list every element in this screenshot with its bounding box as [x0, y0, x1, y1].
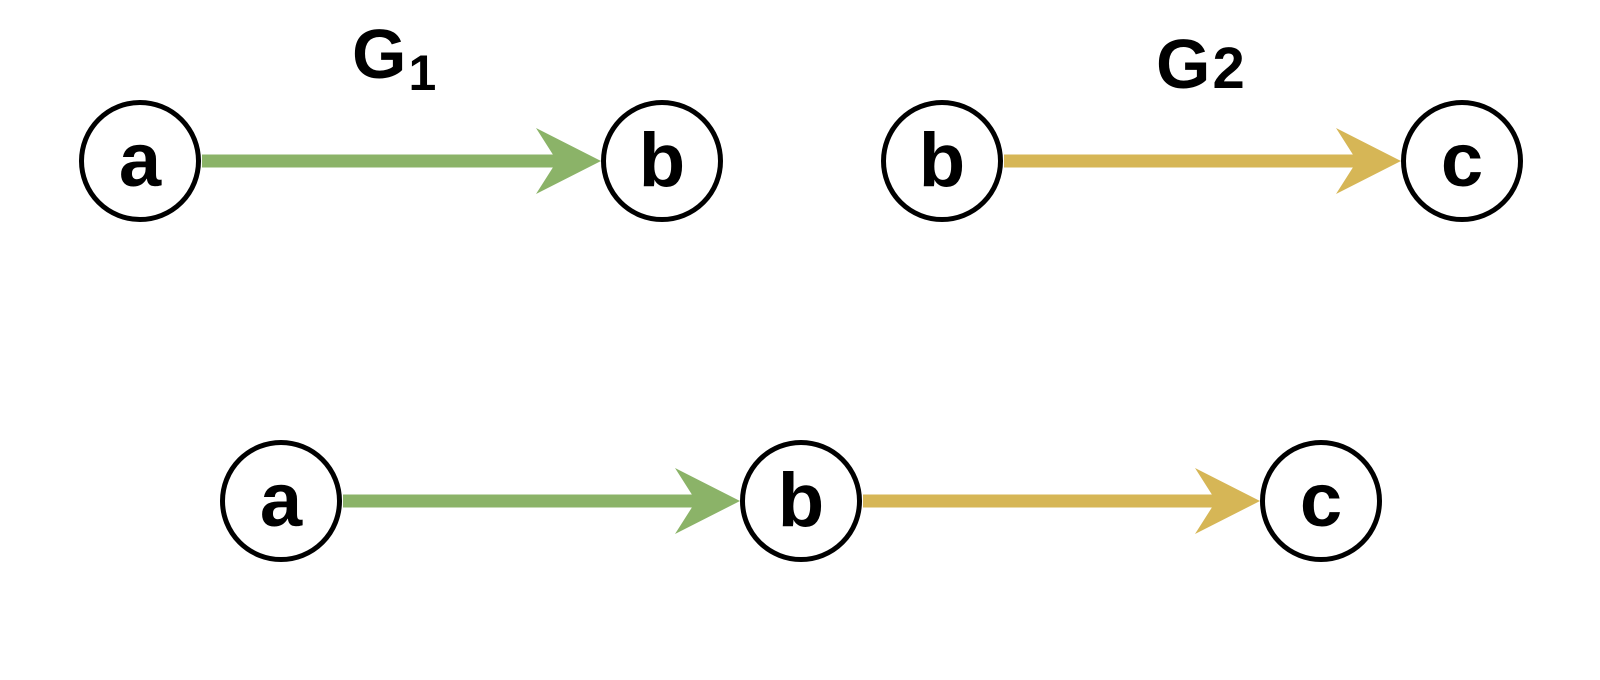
edge-merged-a-to-b [343, 468, 740, 534]
graph1-title: G1 [352, 15, 436, 101]
node-label: b [918, 118, 966, 203]
arrowhead-icon [1336, 128, 1401, 194]
arrowhead-icon [536, 128, 601, 194]
node-label: a [118, 118, 162, 203]
node-merged-a: a [220, 440, 342, 562]
edge-g1-a-to-b [202, 128, 601, 194]
edge-g2-b-to-c [1004, 128, 1401, 194]
arrowhead-icon [675, 468, 740, 534]
node-g2-c: c [1401, 100, 1523, 222]
graph1-title-main: G [352, 15, 407, 93]
node-g2-b: b [881, 100, 1003, 222]
node-g1-b: b [601, 100, 723, 222]
node-merged-b: b [740, 440, 862, 562]
graph2-title-main: G [1156, 25, 1211, 103]
graph2-title-number: 2 [1212, 36, 1245, 101]
edge-merged-b-to-c [863, 468, 1260, 534]
node-label: b [638, 118, 686, 203]
node-merged-c: c [1260, 440, 1382, 562]
graph1-title-subscript: 1 [408, 45, 437, 101]
node-label: b [777, 458, 825, 543]
node-g1-a: a [79, 100, 201, 222]
graph2-title: G2 [1156, 26, 1245, 103]
arrowhead-icon [1195, 468, 1260, 534]
node-label: c [1440, 118, 1484, 203]
node-label: a [259, 458, 303, 543]
node-label: c [1299, 458, 1343, 543]
